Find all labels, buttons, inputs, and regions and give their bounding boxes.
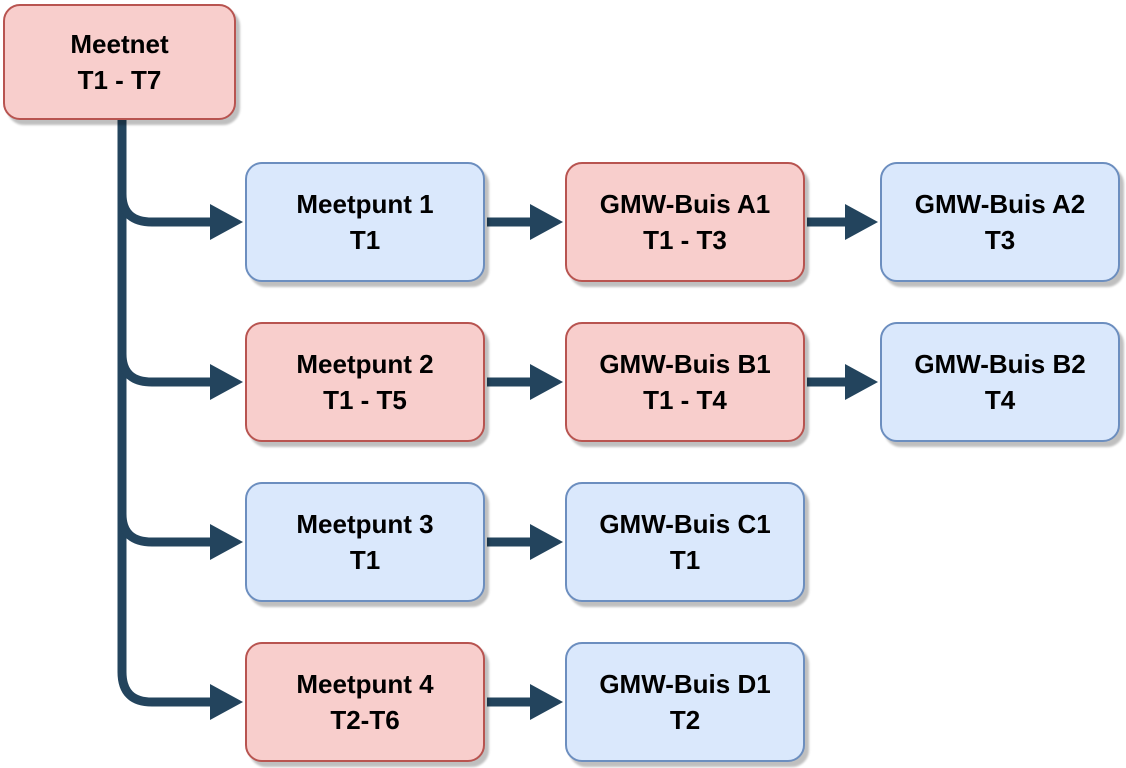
node-subtitle: T1 [349,545,381,575]
node-subtitle: T1 - T4 [643,385,727,415]
connector-meetnet-to-meetpunt-3 [117,490,243,560]
node-title: Meetpunt 1 [296,189,434,219]
node-meetpunt-3: Meetpunt 3 T1 [245,482,485,602]
node-gmw-buis-d1: GMW-Buis D1 T2 [565,642,805,762]
node-subtitle: T2-T6 [330,705,400,735]
node-title: Meetpunt 2 [296,349,434,379]
connector-meetnet-to-meetpunt-4 [117,118,243,720]
connector-meetnet-to-meetpunt-2 [117,330,243,400]
node-title: Meetpunt 4 [296,669,434,699]
node-gmw-buis-b1: GMW-Buis B1 T1 - T4 [565,322,805,442]
node-title: Meetpunt 3 [296,509,434,539]
connector-meetnet-to-meetpunt-1 [117,170,243,240]
node-gmw-buis-a1: GMW-Buis A1 T1 - T3 [565,162,805,282]
node-subtitle: T1 [349,225,381,255]
node-gmw-buis-b2: GMW-Buis B2 T4 [880,322,1120,442]
node-title: GMW-Buis A2 [914,189,1086,219]
node-title: GMW-Buis A1 [599,189,771,219]
node-meetpunt-4: Meetpunt 4 T2-T6 [245,642,485,762]
node-subtitle: T1 [669,545,701,575]
node-title: Meetnet [70,29,169,59]
node-meetpunt-2: Meetpunt 2 T1 - T5 [245,322,485,442]
node-title: GMW-Buis B2 [914,349,1086,379]
node-subtitle: T1 - T3 [643,225,727,255]
node-subtitle: T1 - T7 [77,65,162,95]
node-gmw-buis-a2: GMW-Buis A2 T3 [880,162,1120,282]
node-meetpunt-1: Meetpunt 1 T1 [245,162,485,282]
node-title: GMW-Buis D1 [599,669,771,699]
node-meetnet: Meetnet T1 - T7 [3,4,236,120]
node-subtitle: T1 - T5 [323,385,407,415]
node-gmw-buis-c1: GMW-Buis C1 T1 [565,482,805,602]
node-subtitle: T4 [984,385,1016,415]
node-subtitle: T3 [984,225,1016,255]
node-subtitle: T2 [669,705,701,735]
node-title: GMW-Buis C1 [599,509,771,539]
node-title: GMW-Buis B1 [599,349,771,379]
